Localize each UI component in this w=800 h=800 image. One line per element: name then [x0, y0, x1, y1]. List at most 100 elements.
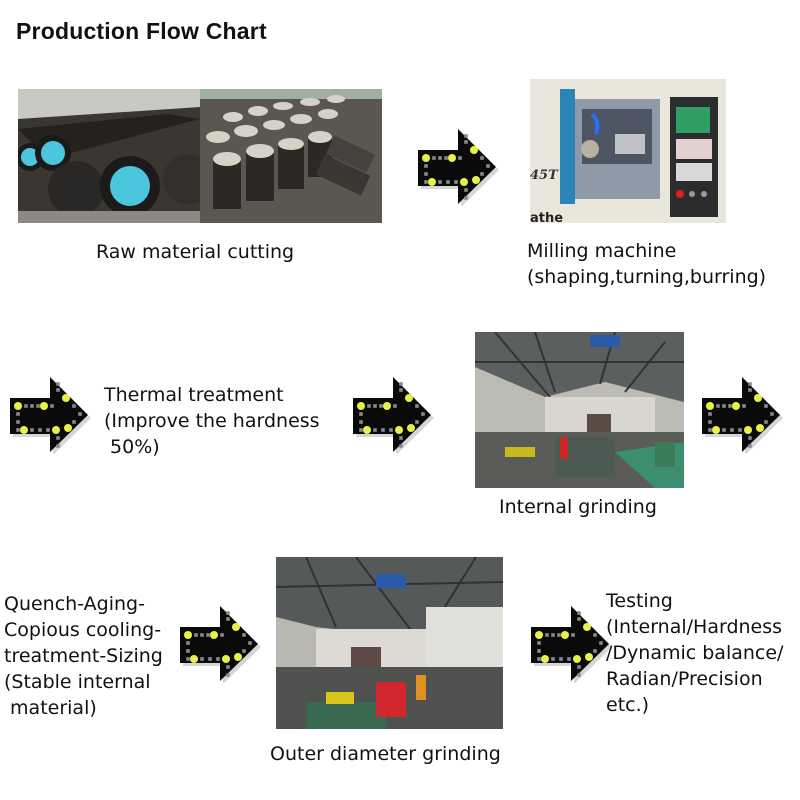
led-on: [222, 655, 230, 663]
led-on: [405, 394, 413, 402]
led-off: [399, 436, 403, 440]
led-on: [706, 402, 714, 410]
led-on: [460, 178, 468, 186]
led-off: [72, 404, 76, 408]
led-off: [421, 412, 425, 416]
led-off: [399, 388, 403, 392]
led-on: [52, 426, 60, 434]
internal-grinding-photo: [475, 332, 684, 488]
step-label-milling: Milling machine (shaping,turning,burring…: [527, 240, 767, 288]
led-off: [399, 444, 403, 448]
arrow-body: [180, 606, 258, 681]
page-title: Production Flow Chart: [16, 18, 267, 44]
led-off: [220, 633, 224, 637]
led-off: [567, 657, 571, 661]
led-off: [399, 382, 403, 386]
led-on: [20, 426, 28, 434]
led-on: [535, 631, 543, 639]
led-off: [216, 657, 220, 661]
led-on: [754, 394, 762, 402]
led-off: [486, 164, 490, 168]
led-on: [64, 424, 72, 432]
led-off: [577, 673, 581, 677]
flow-arrow-5: [176, 605, 262, 683]
led-off: [464, 188, 468, 192]
led-off: [424, 180, 428, 184]
led-off: [551, 657, 555, 661]
led-off: [742, 404, 746, 408]
led-off: [359, 412, 363, 416]
step-label-internal-grinding: Internal grinding: [499, 496, 657, 518]
led-off: [56, 382, 60, 386]
led-off: [226, 611, 230, 615]
flow-arrow-2: [6, 376, 92, 454]
led-off: [480, 156, 484, 160]
led-on: [472, 176, 480, 184]
led-off: [226, 665, 230, 669]
svg-text:45T: 45T: [530, 168, 559, 183]
led-off: [359, 428, 363, 432]
led-on: [573, 655, 581, 663]
led-off: [559, 657, 563, 661]
led-off: [186, 657, 190, 661]
led-off: [454, 180, 458, 184]
arrow-body: [353, 377, 431, 452]
led-off: [389, 428, 393, 432]
led-off: [206, 633, 210, 637]
led-arrow-right-icon: [702, 377, 783, 454]
led-on: [428, 178, 436, 186]
led-off: [464, 196, 468, 200]
led-off: [571, 633, 575, 637]
led-arrow-right-icon: [531, 606, 612, 683]
led-off: [226, 617, 230, 621]
led-on: [357, 402, 365, 410]
led-on: [541, 655, 549, 663]
led-off: [381, 428, 385, 432]
led-arrow-right-icon: [180, 606, 261, 683]
led-off: [373, 428, 377, 432]
led-off: [38, 428, 42, 432]
led-off: [56, 388, 60, 392]
led-off: [728, 404, 732, 408]
led-off: [36, 404, 40, 408]
led-off: [577, 611, 581, 615]
led-off: [722, 428, 726, 432]
led-on: [40, 402, 48, 410]
led-off: [748, 444, 752, 448]
led-on: [234, 653, 242, 661]
led-on: [210, 631, 218, 639]
led-off: [208, 657, 212, 661]
led-off: [748, 382, 752, 386]
step-label-quench: Quench-Aging- Copious cooling- treatment…: [4, 593, 163, 719]
led-on: [232, 623, 240, 631]
led-off: [537, 641, 541, 645]
led-off: [577, 617, 581, 621]
led-off: [50, 404, 54, 408]
arrow-body: [702, 377, 780, 452]
led-on: [62, 394, 70, 402]
led-off: [464, 134, 468, 138]
arrow-body: [531, 606, 609, 681]
led-off: [722, 404, 726, 408]
led-off: [557, 633, 561, 637]
led-off: [537, 649, 541, 653]
led-off: [200, 633, 204, 637]
led-off: [748, 436, 752, 440]
led-off: [738, 428, 742, 432]
led-off: [242, 633, 246, 637]
led-off: [393, 404, 397, 408]
flow-arrow-1: [414, 128, 500, 206]
led-off: [72, 420, 76, 424]
led-off: [748, 388, 752, 392]
led-off: [30, 428, 34, 432]
arrow-body: [418, 129, 496, 204]
raw-material-photo: [18, 89, 382, 223]
led-off: [78, 412, 82, 416]
led-off: [186, 641, 190, 645]
led-off: [537, 657, 541, 661]
led-off: [56, 444, 60, 448]
led-on: [407, 424, 415, 432]
led-off: [415, 420, 419, 424]
led-off: [359, 420, 363, 424]
led-off: [458, 156, 462, 160]
